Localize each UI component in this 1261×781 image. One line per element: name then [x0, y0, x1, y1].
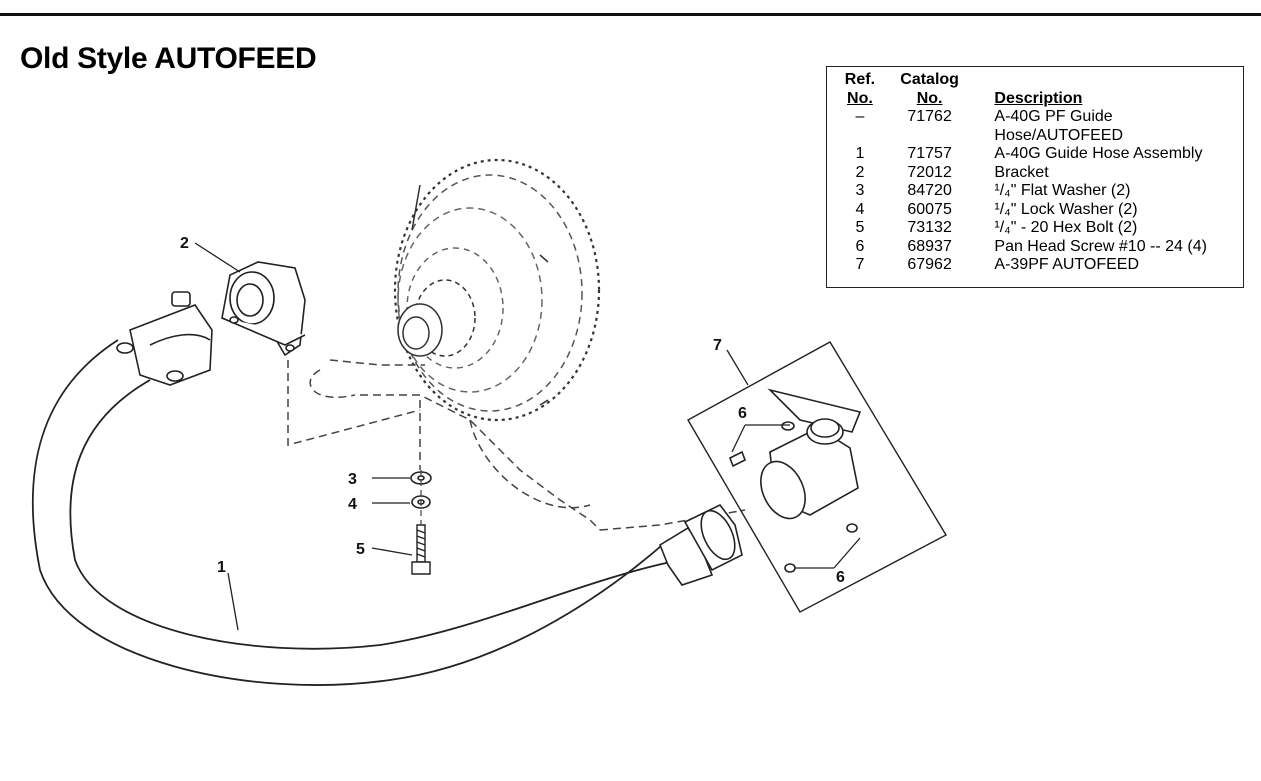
callout-5: 5 — [356, 541, 365, 558]
callout-2: 2 — [180, 235, 189, 252]
hose-fitting — [659, 503, 743, 586]
top-rule — [0, 13, 1261, 16]
guide-hose — [31, 339, 681, 686]
callout-6-top: 6 — [738, 405, 747, 422]
table-row: Hose/AUTOFEED — [994, 126, 1124, 144]
header-description: Description — [994, 89, 1083, 107]
callout-7: 7 — [713, 337, 722, 354]
callout-4: 4 — [348, 496, 357, 513]
bracket — [221, 261, 306, 357]
header-catalog-no: Catalog No. — [900, 71, 959, 107]
spool-wheel — [393, 158, 601, 422]
hex-bolt — [411, 524, 431, 575]
page-title: Old Style AUTOFEED — [20, 42, 317, 75]
callout-3: 3 — [348, 471, 357, 488]
callout-6-bottom: 6 — [836, 569, 845, 586]
callout-1: 1 — [217, 559, 226, 576]
hose-clamp — [116, 291, 213, 386]
parts-table-header: Ref. No. Catalog No. Description — [837, 71, 1243, 108]
autofeed-assembly — [687, 341, 947, 613]
leader-lines — [194, 242, 861, 631]
header-ref-no: Ref. No. — [844, 71, 876, 107]
